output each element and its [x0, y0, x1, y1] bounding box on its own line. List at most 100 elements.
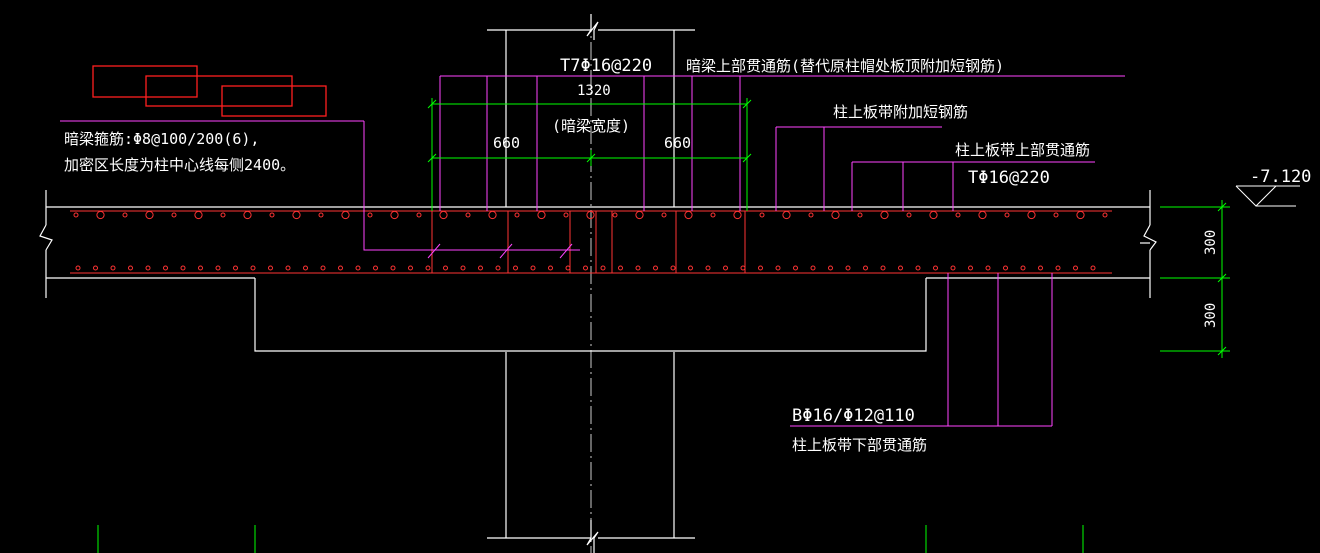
dimension-lines [97, 98, 1230, 553]
rebar-dot [443, 265, 448, 271]
dim-drop-thickness: 300 [1203, 303, 1219, 328]
highlight-box-1 [92, 65, 198, 98]
slab-outline [39, 190, 1157, 352]
stirrup-note-line2: 加密区长度为柱中心线每侧2400。 [64, 156, 295, 174]
rebar-dot [845, 265, 851, 271]
rebar-dot [233, 265, 238, 271]
rebar-dot [171, 212, 177, 218]
rebar-dot [933, 265, 938, 271]
highlight-boxes [92, 65, 327, 117]
dim-slab-thickness: 300 [1203, 230, 1219, 255]
rebar-dots-bottom [75, 265, 1096, 271]
rebar-dot [1027, 210, 1036, 220]
rebar-dot [215, 265, 221, 271]
rebar-dot [220, 212, 226, 218]
rebar-dot [75, 265, 81, 271]
rebar-dot [1102, 212, 1108, 218]
rebar-dot [618, 265, 623, 271]
rebar-dot [1076, 210, 1085, 220]
rebar-dot [530, 265, 536, 271]
stirrup-note-line1: 暗梁箍筋:Φ8@100/200(6), [64, 130, 259, 148]
bottom-rebar-desc: 柱上板带下部贯通筋 [792, 436, 927, 454]
rebar-dot [586, 210, 595, 220]
rebar-dot [373, 265, 378, 271]
rebar-dot [338, 265, 343, 271]
rebar-dot [985, 265, 991, 271]
rebar-dot [1003, 265, 1008, 271]
rebar-dot [653, 265, 658, 271]
rebar-dot [73, 212, 79, 218]
rebar-dot [906, 212, 912, 218]
rebar-dot [416, 212, 422, 218]
rebar-dot [758, 265, 763, 271]
rebar-dot [408, 265, 413, 271]
rebar-dot [710, 212, 716, 218]
rebar-dot [163, 265, 168, 271]
rebar-dot [355, 265, 361, 271]
beam-width-label: (暗梁宽度) [552, 117, 630, 135]
rebar-dot [514, 212, 520, 218]
rebar-dot [194, 210, 203, 220]
rebar-dot [880, 210, 889, 220]
rebar-dot [268, 265, 273, 271]
rebar-dot [488, 210, 497, 220]
rebar-dot [688, 265, 693, 271]
rebar-dot [793, 265, 798, 271]
rebar-dot [537, 210, 546, 220]
rebar-dot [880, 265, 886, 271]
rebar-dot [705, 265, 711, 271]
rebar-dot [439, 210, 448, 220]
rebar-dot [1055, 265, 1061, 271]
rebar-dot [145, 265, 151, 271]
rebar-dot [390, 210, 399, 220]
rebar-dot [565, 265, 571, 271]
bottom-rebar-spec: BΦ16/Φ12@110 [792, 406, 915, 426]
rebar-dot [978, 210, 987, 220]
rebar-dot [548, 265, 553, 271]
rebar-dot [513, 265, 518, 271]
rebar-dot [250, 265, 256, 271]
rebar-dot [955, 212, 961, 218]
rebar-dot [180, 265, 186, 271]
rebar-dot [635, 210, 644, 220]
rebar-dot [93, 265, 98, 271]
strip-top-rebar-spec: TΦ16@220 [968, 168, 1050, 188]
rebar-dot [425, 265, 431, 271]
rebar-dot [303, 265, 308, 271]
rebar-dot [950, 265, 956, 271]
highlight-box-2 [145, 75, 293, 107]
beam-width-total: 1320 [577, 83, 611, 99]
rebar-dot [460, 265, 466, 271]
rebar-dot [341, 210, 350, 220]
highlight-box-3 [221, 85, 327, 117]
rebar-dot [740, 265, 746, 271]
rebar-dot [831, 210, 840, 220]
rebar-dot [122, 212, 128, 218]
rebar-dot [96, 210, 105, 220]
rebar-dot [285, 265, 291, 271]
rebar-dot [670, 265, 676, 271]
rebar-dot [684, 210, 693, 220]
rebar-dot [733, 210, 742, 220]
rebar-dot [1004, 212, 1010, 218]
rebar-dot [929, 210, 938, 220]
rebar-dot [563, 212, 569, 218]
triangle-elevation-icon [1235, 185, 1300, 207]
rebar-dot [863, 265, 868, 271]
rebar-dot [808, 212, 814, 218]
rebar-dot [583, 265, 588, 271]
rebar-dot [661, 212, 667, 218]
stirrups [431, 211, 746, 273]
dim-half-left: 660 [493, 134, 520, 152]
rebar-dot [390, 265, 396, 271]
rebar-dot [1053, 212, 1059, 218]
rebar-dot [465, 212, 471, 218]
elevation-label: -7.120 [1250, 167, 1311, 187]
rebar-dot [1090, 265, 1096, 271]
rebar-dots-top [73, 210, 1108, 220]
strip-extra-rebar-label: 柱上板带附加短钢筋 [833, 103, 968, 121]
rebar-dot [968, 265, 973, 271]
rebar-dot [128, 265, 133, 271]
rebar-dot [1038, 265, 1043, 271]
